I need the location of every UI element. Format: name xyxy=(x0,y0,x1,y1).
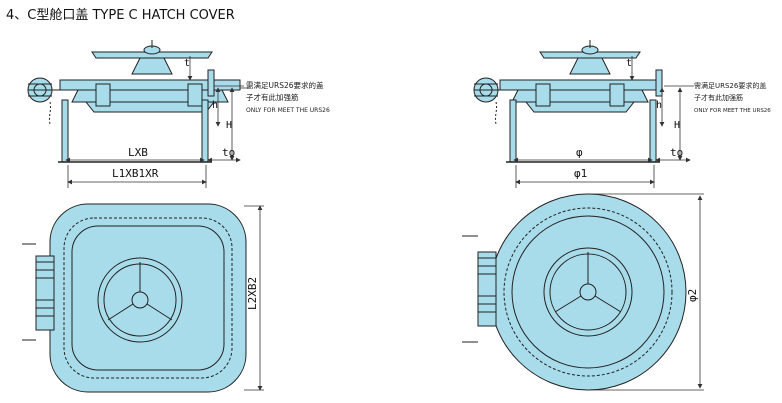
round-dim-width: φ xyxy=(576,146,583,159)
round-handwheel-icon xyxy=(539,40,641,75)
round-dim-h: h xyxy=(656,100,662,111)
round-dim-H: H xyxy=(674,120,680,131)
round-hinge-spring-icon xyxy=(473,77,510,103)
dim-plan: L2XB2 xyxy=(246,277,259,310)
round-plan-handwheel-icon xyxy=(543,247,633,337)
dim-width: LXB xyxy=(128,146,148,159)
round-plan-hinge-icon xyxy=(477,251,497,327)
page-title: 4、C型舱口盖 TYPE C HATCH COVER xyxy=(6,8,235,23)
note-line-2: 子才有此加强筋 xyxy=(246,92,299,102)
square-plan xyxy=(22,203,247,393)
dim-t: t xyxy=(184,58,190,69)
round-note-line-3: ONLY FOR MEET THE URS26 xyxy=(694,108,771,114)
chain-icon xyxy=(48,101,52,125)
round-dim-plan: φ2 xyxy=(686,289,699,302)
plan-hinge-icon xyxy=(35,255,55,331)
round-plan xyxy=(462,193,687,391)
handwheel-icon xyxy=(91,40,213,75)
dim-overall: L1XB1XR xyxy=(112,167,159,180)
square-elevation xyxy=(27,40,241,163)
square-dimensions xyxy=(65,56,250,188)
plan-handwheel-icon xyxy=(97,257,183,343)
round-plan-dim xyxy=(588,193,704,391)
dim-H: H xyxy=(226,120,232,131)
round-dim-overall: φ1 xyxy=(574,167,587,180)
hinge-spring-icon xyxy=(27,77,62,103)
dim-h: h xyxy=(212,100,218,111)
round-elevation xyxy=(473,40,663,163)
round-note-line-1: 需满足URS26要求的盖 xyxy=(694,81,766,90)
round-chain-icon xyxy=(494,101,498,125)
round-dimensions xyxy=(513,56,694,188)
square-plan-dim xyxy=(244,205,264,391)
dim-to: to xyxy=(222,146,235,159)
round-dim-to: to xyxy=(670,146,683,159)
round-note-line-2: 子才有此加强筋 xyxy=(694,93,743,102)
note-line-3: ONLY FOR MEET THE URS26 xyxy=(246,107,330,114)
round-dim-t: t xyxy=(626,58,632,69)
note-line-1: 需满足URS26要求的盖 xyxy=(246,80,324,90)
